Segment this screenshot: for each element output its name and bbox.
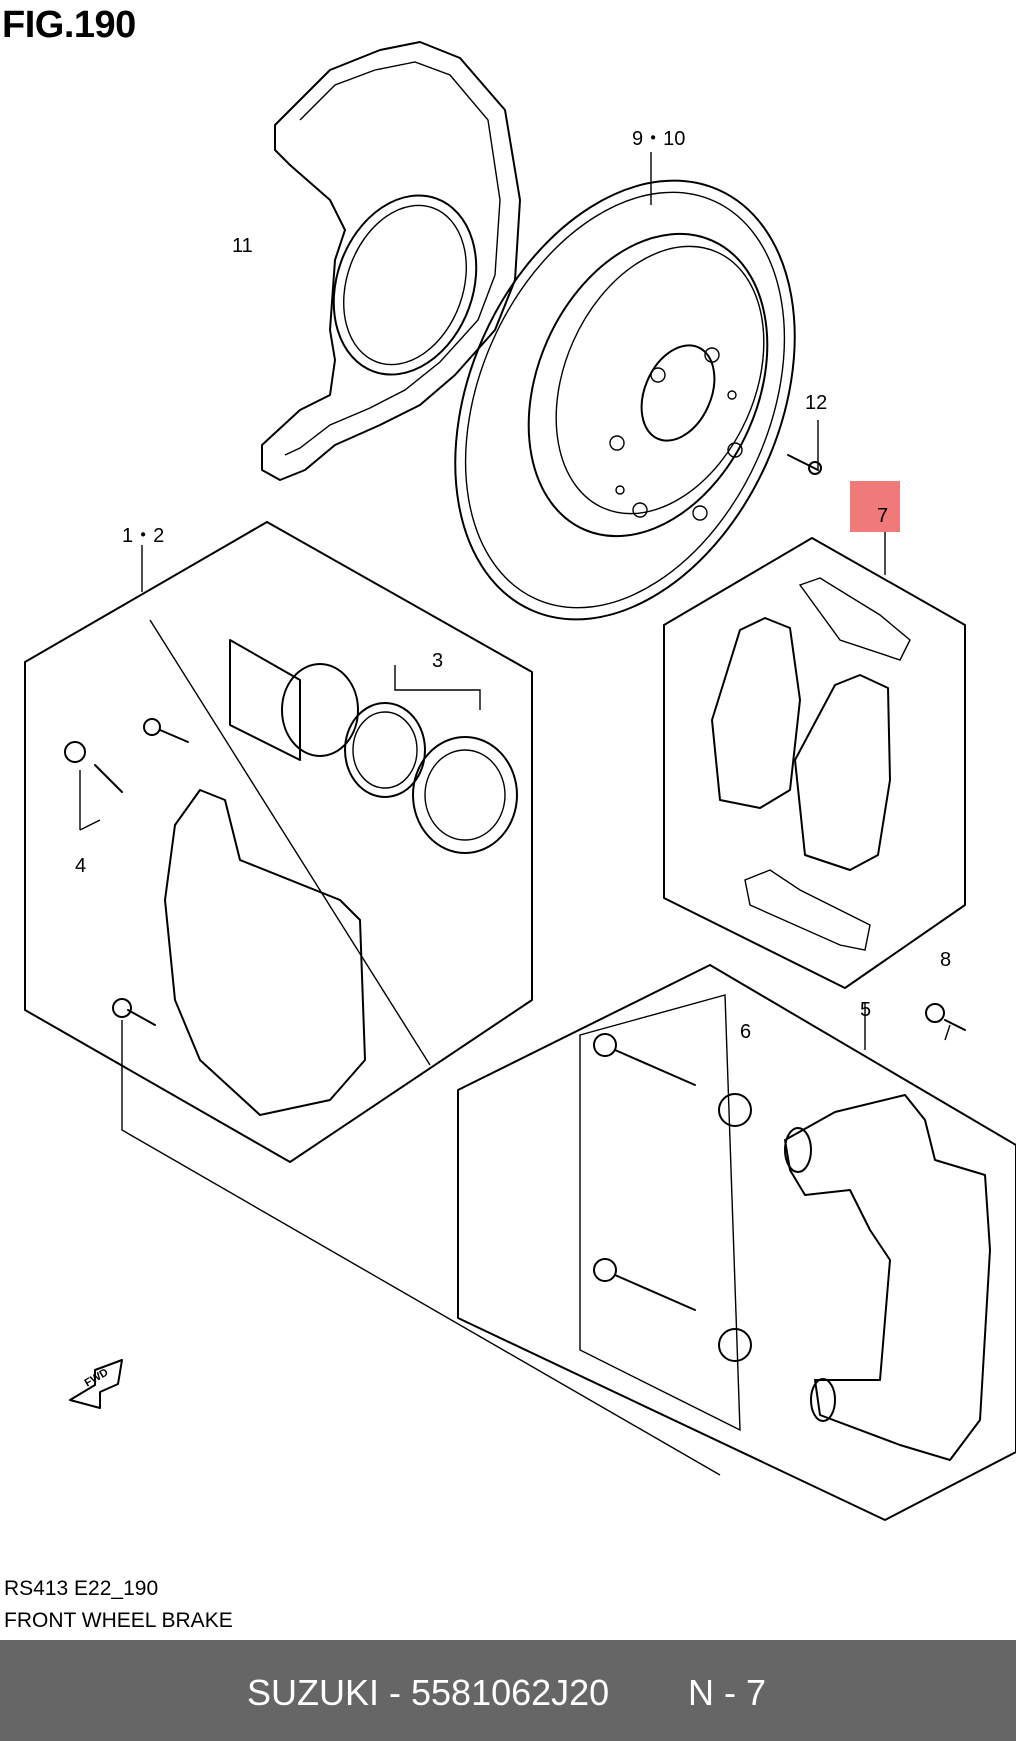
callout-6: 6	[740, 1021, 752, 1043]
footer-bar	[0, 1640, 1016, 1741]
dust-shield	[261, 41, 521, 481]
callout-3: 3	[432, 650, 444, 672]
caliper-box	[24, 521, 533, 1163]
bolt-12	[787, 420, 822, 475]
fwd-arrow-icon	[69, 1359, 123, 1409]
model-code: RS413 E22_190	[4, 1577, 159, 1600]
brake-disc	[454, 179, 796, 621]
diagram-drawing	[24, 41, 1016, 1521]
callout-8: 8	[940, 949, 952, 971]
part-number: SUZUKI - 5581062J20	[247, 1672, 610, 1713]
callout-4: 4	[75, 855, 87, 877]
pad-set-box	[663, 530, 966, 989]
callout-5: 5	[860, 999, 872, 1021]
callout-7: 7	[877, 505, 889, 527]
figure-title: FIG.190	[2, 4, 136, 46]
parts-diagram: FIG.190 11 9・10 12 7 1・2 3 4 6 5 8 FWD R…	[2, 4, 1016, 1632]
callout-1-2: 1・2	[122, 525, 165, 547]
callout-9-10: 9・10	[632, 128, 686, 150]
figure-caption: FRONT WHEEL BRAKE	[4, 1609, 233, 1632]
highlight-box-7	[850, 481, 900, 532]
bracket-box	[457, 964, 1016, 1521]
callout-12: 12	[805, 392, 828, 414]
reference-code: N - 7	[688, 1672, 767, 1713]
callout-11: 11	[232, 235, 253, 257]
